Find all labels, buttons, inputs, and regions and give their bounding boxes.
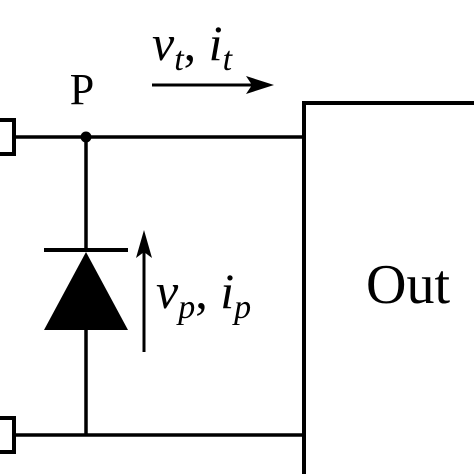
diode-i-sub: p bbox=[232, 289, 251, 326]
node-p-junction bbox=[80, 131, 92, 143]
voltage-arrow-head bbox=[136, 230, 152, 258]
top-v-sub: t bbox=[174, 41, 185, 78]
top-left-terminal bbox=[0, 118, 16, 156]
diode-sep: , bbox=[195, 263, 220, 319]
node-label: P bbox=[70, 65, 94, 114]
top-i: i bbox=[209, 15, 223, 71]
diode-v-sub: p bbox=[176, 289, 195, 326]
diode-v: v bbox=[156, 263, 179, 319]
diode-triangle bbox=[44, 252, 128, 330]
top-signal-label: vt, it bbox=[152, 15, 234, 78]
output-block-label: Out bbox=[366, 254, 450, 316]
top-sep: , bbox=[184, 15, 209, 71]
output-block bbox=[302, 101, 474, 474]
top-v: v bbox=[152, 15, 175, 71]
diode-i: i bbox=[220, 263, 234, 319]
bottom-left-terminal bbox=[0, 416, 16, 454]
diode-signal-label: vp, ip bbox=[156, 263, 251, 326]
current-arrow-head bbox=[246, 76, 274, 94]
top-i-sub: t bbox=[223, 41, 234, 78]
